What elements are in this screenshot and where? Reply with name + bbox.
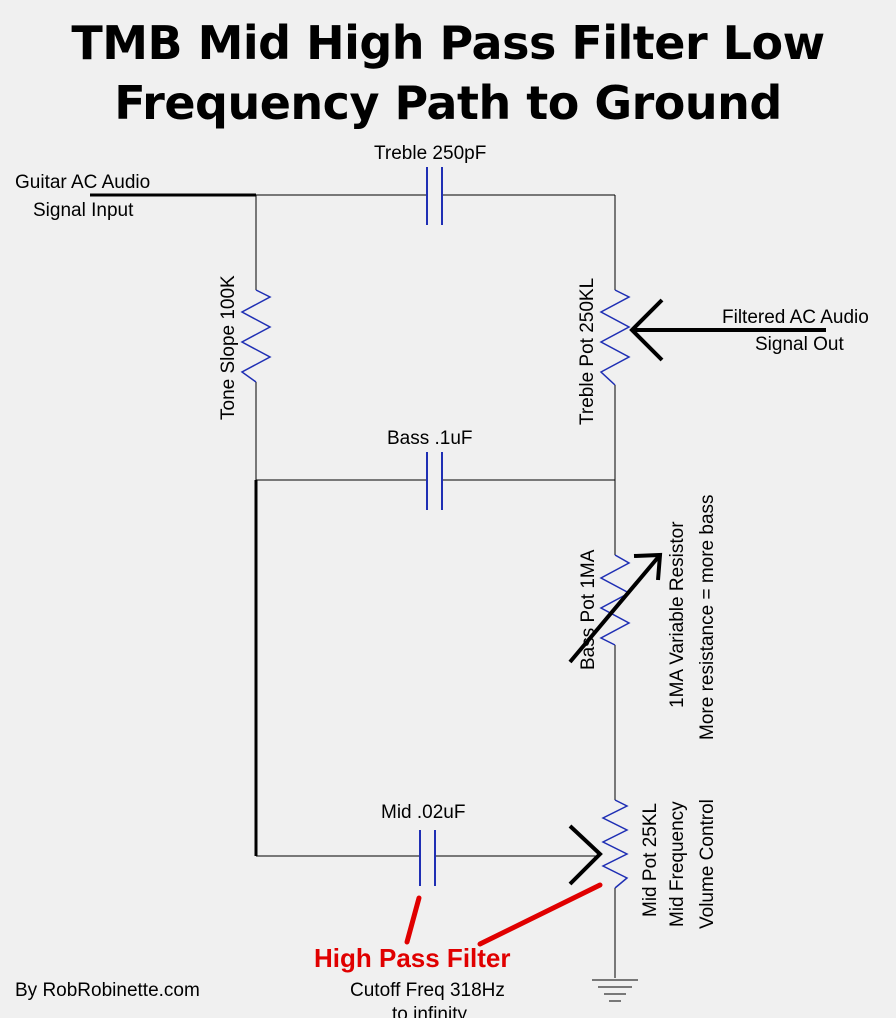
tone-slope-label: Tone Slope 100K [218, 275, 239, 420]
mid-wiper-arrowhead [568, 824, 603, 886]
treble-cap-label: Treble 250pF [374, 143, 486, 164]
input-label-1: Guitar AC Audio [15, 172, 150, 193]
capacitors [419, 167, 443, 886]
vertical-labels: Tone Slope 100K Treble Pot 250KL Bass Po… [218, 275, 718, 929]
bass-pot-label: Bass Pot 1MA [578, 549, 599, 670]
title-line-1: TMB Mid High Pass Filter Low [71, 16, 825, 70]
mid-cap-label: Mid .02uF [381, 802, 465, 823]
treble-pot-label: Treble Pot 250KL [577, 278, 598, 425]
mid-pot-resistor [601, 799, 629, 889]
high-pass-filter-label: High Pass Filter [314, 943, 511, 973]
volume-control-label: Volume Control [697, 799, 718, 929]
horizontal-labels: Guitar AC Audio Signal Input Treble 250p… [15, 143, 869, 1018]
mid-pot-label: Mid Pot 25KL [640, 803, 661, 917]
infinity-label: to infinity [392, 1004, 467, 1018]
tone-slope-resistor [240, 289, 272, 383]
cutoff-label: Cutoff Freq 318Hz [350, 980, 505, 1001]
variable-resistor-label: 1MA Variable Resistor [667, 521, 688, 708]
mid-frequency-label: Mid Frequency [667, 801, 688, 927]
resistors [240, 289, 631, 889]
output-label-1: Filtered AC Audio [722, 307, 869, 328]
treble-wiper-arrowhead [629, 298, 664, 362]
bass-variable-arrow [568, 553, 662, 664]
bass-cap-label: Bass .1uF [387, 428, 473, 449]
ground-icon [592, 979, 638, 1002]
highlight-mark-cap [404, 895, 422, 945]
output-label-2: Signal Out [755, 334, 844, 355]
more-resistance-label: More resistance = more bass [697, 494, 718, 740]
wires [90, 193, 616, 978]
input-label-2: Signal Input [33, 200, 134, 221]
bass-variable-arrowhead [633, 552, 663, 581]
treble-pot-resistor [599, 289, 631, 386]
bass-pot-resistor [599, 554, 631, 646]
credit-label: By RobRobinette.com [15, 980, 200, 1001]
highlight-mark-pot [477, 882, 603, 947]
wipers [568, 298, 826, 886]
title-line-2: Frequency Path to Ground [114, 76, 782, 130]
highlight-marks [404, 882, 603, 947]
